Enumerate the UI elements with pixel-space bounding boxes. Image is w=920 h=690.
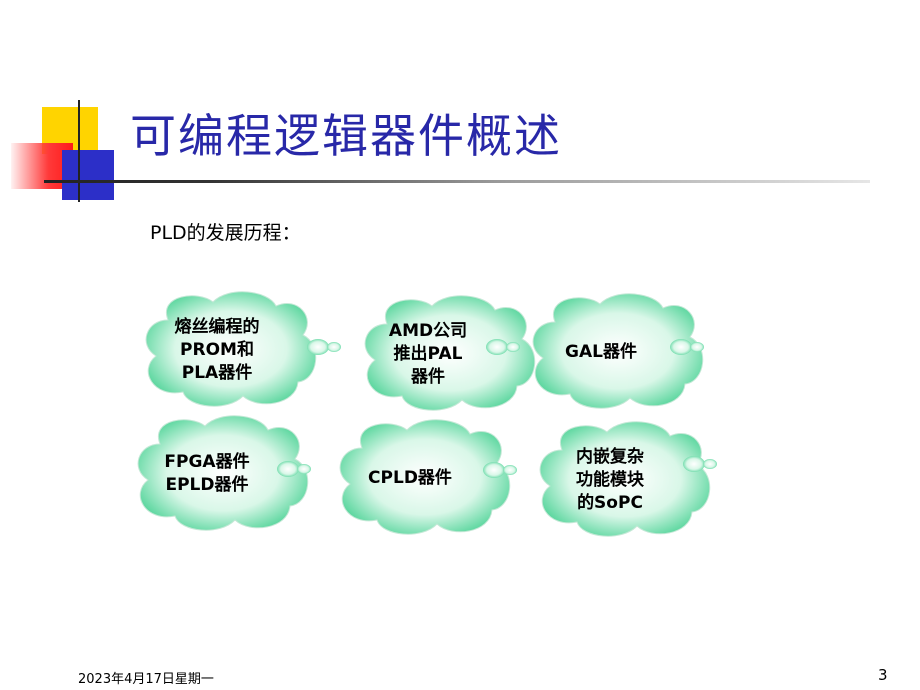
- cloud-line: GAL器件: [565, 341, 637, 362]
- cloud-line: AMD公司: [388, 320, 468, 341]
- slide-subtitle: PLD的发展历程：: [150, 222, 301, 244]
- cloud-shape-icon: [339, 419, 517, 535]
- title-underline: [44, 180, 870, 183]
- cloud-line: PROM和: [180, 339, 254, 360]
- footer-date: 2023年4月17日星期一: [78, 672, 214, 687]
- cloud-text: 内嵌复杂 功能模块 的SoPC: [542, 420, 678, 540]
- cloud-line: 器件: [411, 366, 445, 387]
- cloud-line: CPLD器件: [368, 467, 452, 488]
- cloud-line: 的SoPC: [577, 492, 643, 513]
- cloud-item: GAL器件: [525, 292, 715, 412]
- cloud-text: FPGA器件 EPLD器件: [140, 414, 274, 534]
- cloud-item: CPLD器件: [332, 418, 522, 538]
- cloud-item: 熔丝编程的 PROM和 PLA器件: [138, 290, 341, 410]
- cloud-line: EPLD器件: [165, 475, 249, 495]
- cloud-item: 内嵌复杂 功能模块 的SoPC: [532, 420, 722, 540]
- cloud-item: FPGA器件 EPLD器件: [130, 414, 320, 534]
- cloud-line: 内嵌复杂: [576, 446, 644, 467]
- cloud-item: AMD公司 推出PAL 器件: [357, 294, 547, 414]
- cloud-text: CPLD器件: [342, 418, 478, 538]
- cloud-shape-icon: [539, 421, 717, 537]
- cloud-shape-icon: [532, 293, 704, 409]
- slide-title: 可编程逻辑器件概述: [130, 109, 562, 163]
- cloud-text: 熔丝编程的 PROM和 PLA器件: [148, 290, 286, 410]
- decor-blue-square: [62, 150, 114, 200]
- cloud-text: AMD公司 推出PAL 器件: [367, 294, 489, 414]
- cloud-text: GAL器件: [535, 292, 667, 412]
- cloud-line: 功能模块: [576, 469, 644, 490]
- page-number: 3: [878, 666, 888, 684]
- cloud-shape-icon: [137, 415, 311, 531]
- cloud-line: 推出PAL: [393, 343, 463, 364]
- cloud-line: 熔丝编程的: [174, 316, 260, 337]
- cloud-line: FPGA器件: [164, 452, 250, 472]
- cloud-shape-icon: [145, 291, 341, 407]
- decor-vertical-line: [78, 100, 80, 202]
- cloud-line: PLA器件: [181, 362, 253, 383]
- cloud-shape-icon: [364, 295, 536, 411]
